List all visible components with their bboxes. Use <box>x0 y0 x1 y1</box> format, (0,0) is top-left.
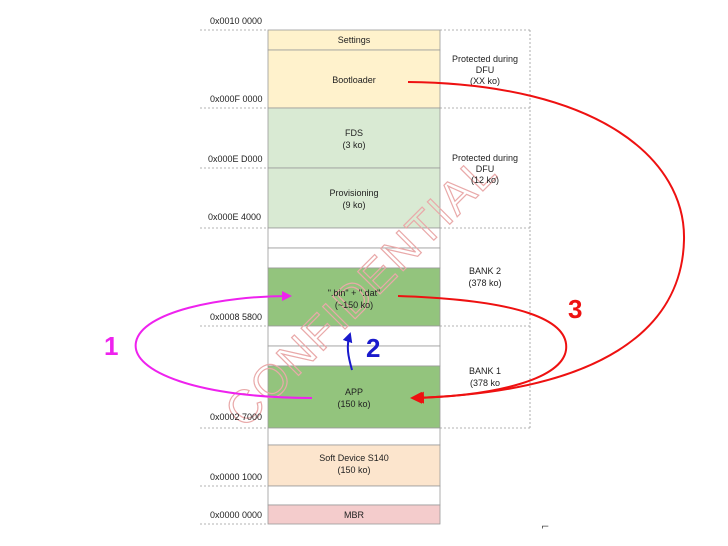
step-2-number: 2 <box>366 333 380 363</box>
address-label: 0x0008 5800 <box>210 312 262 322</box>
app-size: (150 ko) <box>337 399 370 409</box>
step-2-arrow <box>342 332 353 371</box>
bank2-note-line2: (378 ko) <box>468 278 501 288</box>
address-label: 0x0010 0000 <box>210 16 262 26</box>
protected-note-1-line3: (XX ko) <box>470 76 500 86</box>
bank2-note-line1: BANK 2 <box>469 266 501 276</box>
corner-mark: ⌐ <box>541 522 549 533</box>
settings-label: Settings <box>338 35 371 45</box>
protected-note-2-line1: Protected during <box>452 153 518 163</box>
mbr-label: MBR <box>344 510 365 520</box>
softdevice-block <box>267 444 441 487</box>
protected-note-2-line3: (12 ko) <box>471 175 499 185</box>
protected-note-1-line2: DFU <box>476 65 495 75</box>
bin-dat-size: (~150 ko) <box>335 300 373 310</box>
empty-block-5 <box>267 427 441 446</box>
region-notes: Protected during DFU (XX ko) Protected d… <box>452 54 518 388</box>
provisioning-label: Provisioning <box>329 188 378 198</box>
step-1-number: 1 <box>104 331 118 361</box>
address-lines <box>200 29 268 525</box>
right-region-borders <box>440 29 531 429</box>
address-labels: 0x0010 0000 0x000F 0000 0x000E D000 0x00… <box>208 16 263 520</box>
fds-label: FDS <box>345 128 363 138</box>
fds-block <box>267 107 441 169</box>
address-label: 0x000F 0000 <box>210 94 263 104</box>
step-3-arrow-bootloader-to-app <box>407 81 686 404</box>
softdevice-size: (150 ko) <box>337 465 370 475</box>
protected-note-1-line1: Protected during <box>452 54 518 64</box>
block-labels: Settings Bootloader FDS (3 ko) Provision… <box>319 35 389 520</box>
address-label: 0x0002 7000 <box>210 412 262 422</box>
address-label: 0x000E D000 <box>208 154 263 164</box>
provisioning-size: (9 ko) <box>342 200 365 210</box>
empty-block-6 <box>267 485 441 506</box>
fds-size: (3 ko) <box>342 140 365 150</box>
address-label: 0x0000 0000 <box>210 510 262 520</box>
bootloader-block <box>267 49 441 109</box>
app-label: APP <box>345 387 363 397</box>
step-1-arrow <box>134 291 313 399</box>
bank1-note-line1: BANK 1 <box>469 366 501 376</box>
softdevice-label: Soft Device S140 <box>319 453 389 463</box>
bin-dat-label: ".bin" + ".dat" <box>328 288 381 298</box>
bank1-note-line2: (378 ko <box>470 378 500 388</box>
address-label: 0x000E 4000 <box>208 212 261 222</box>
address-label: 0x0000 1000 <box>210 472 262 482</box>
protected-note-2-line2: DFU <box>476 164 495 174</box>
mbr-block <box>267 504 441 525</box>
step-3-number: 3 <box>568 294 582 324</box>
bootloader-label: Bootloader <box>332 75 376 85</box>
memory-blocks <box>267 29 441 525</box>
